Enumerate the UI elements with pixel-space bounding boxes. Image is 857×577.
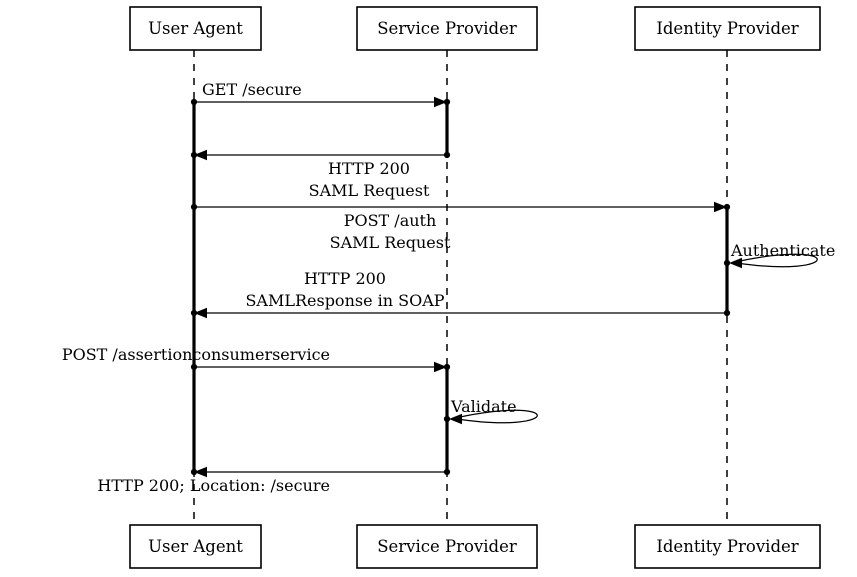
message-label-line-msg-validate-0: Validate	[450, 397, 517, 416]
arrowhead-msg-http200-saml-request	[194, 149, 207, 161]
message-source-dot-msg-http200-samlresponse-soap	[723, 309, 731, 317]
message-label-line-msg-post-auth-0: POST /auth	[344, 211, 437, 230]
participant-label-identity-provider-top: Identity Provider	[656, 19, 798, 38]
participant-box-user-agent-top[interactable]	[129, 6, 262, 51]
message-label-line-msg-http200-location-secure-0: HTTP 200; Location: /secure	[97, 476, 330, 495]
message-target-dot-msg-http200-samlresponse-soap	[190, 309, 198, 317]
message-label-msg-get-secure: GET /secure	[202, 80, 302, 99]
participant-label-user-agent-bottom: User Agent	[148, 537, 243, 556]
message-label-line-msg-http200-saml-request-0: HTTP 200	[328, 159, 410, 178]
message-label-line-msg-post-auth-1: SAML Request	[330, 233, 451, 252]
message-target-dot-msg-get-secure	[443, 98, 451, 106]
arrowhead-msg-authenticate	[729, 257, 742, 269]
lifelines-layer	[193, 50, 728, 525]
participant-label-user-agent-top: User Agent	[148, 19, 243, 38]
message-target-dot-msg-http200-location-secure	[190, 468, 198, 476]
message-source-dot-msg-post-auth	[190, 203, 198, 211]
message-endpoint-msg-validate	[443, 415, 451, 423]
participant-box-identity-provider-bottom[interactable]	[634, 524, 821, 569]
message-label-msg-post-assertionconsumerservice: POST /assertionconsumerservice	[62, 345, 330, 364]
message-label-line-msg-authenticate-0: Authenticate	[730, 241, 835, 260]
message-label-line-msg-get-secure-0: GET /secure	[202, 80, 302, 99]
message-source-dot-msg-get-secure	[190, 98, 198, 106]
message-target-dot-msg-post-auth	[723, 203, 731, 211]
self-message-loop-msg-authenticate	[730, 253, 818, 268]
arrowhead-msg-post-assertionconsumerservice	[434, 361, 447, 373]
message-label-line-msg-post-assertionconsumerservice-0: POST /assertionconsumerservice	[62, 345, 330, 364]
participant-box-service-provider-bottom[interactable]	[356, 524, 538, 569]
message-source-dot-msg-http200-location-secure	[443, 468, 451, 476]
arrowhead-msg-get-secure	[434, 96, 447, 108]
arrowhead-msg-validate	[449, 413, 462, 425]
message-label-msg-authenticate: Authenticate	[730, 241, 835, 260]
message-endpoint-msg-authenticate	[723, 259, 731, 267]
message-label-msg-http200-location-secure: HTTP 200; Location: /secure	[97, 476, 330, 495]
message-label-msg-validate: Validate	[450, 397, 517, 416]
arrowhead-msg-post-auth	[714, 201, 727, 213]
message-target-dot-msg-http200-saml-request	[190, 151, 198, 159]
message-source-dot-msg-http200-saml-request	[443, 151, 451, 159]
participant-box-user-agent-bottom[interactable]	[129, 524, 262, 569]
arrowhead-msg-http200-location-secure	[194, 466, 207, 478]
message-label-line-msg-http200-samlresponse-soap-0: HTTP 200	[304, 269, 386, 288]
messages-layer	[190, 96, 818, 478]
participant-label-service-provider-bottom: Service Provider	[377, 537, 517, 556]
message-label-line-msg-http200-saml-request-1: SAML Request	[309, 181, 430, 200]
self-message-loop-msg-validate	[450, 409, 538, 424]
message-source-dot-msg-post-assertionconsumerservice	[190, 363, 198, 371]
participant-label-service-provider-top: Service Provider	[377, 19, 517, 38]
arrowhead-msg-http200-samlresponse-soap	[194, 307, 207, 319]
participant-label-identity-provider-bottom: Identity Provider	[656, 537, 798, 556]
message-target-dot-msg-post-assertionconsumerservice	[443, 363, 451, 371]
participant-box-identity-provider-top[interactable]	[634, 6, 821, 51]
participant-box-service-provider-top[interactable]	[356, 6, 538, 51]
message-label-line-msg-http200-samlresponse-soap-1: SAMLResponse in SOAP	[245, 291, 444, 310]
